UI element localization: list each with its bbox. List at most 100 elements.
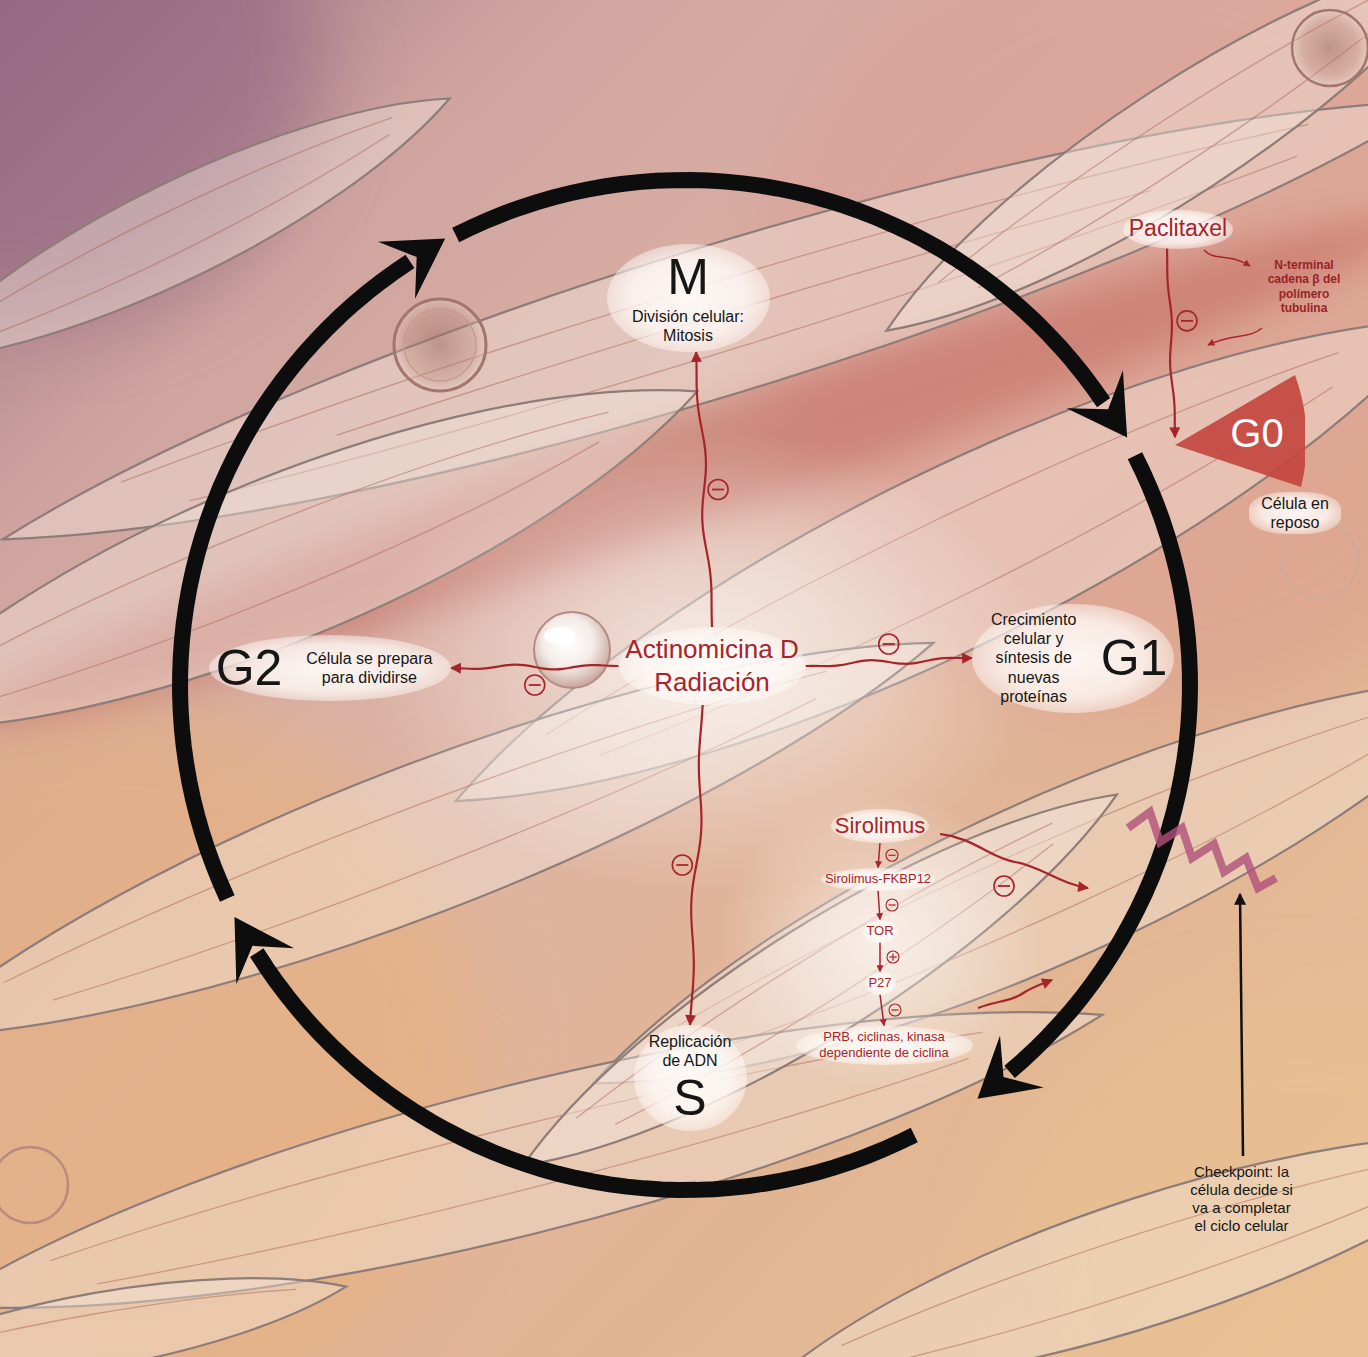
cell-fiber [837, 1134, 1368, 1357]
cell-nucleus [394, 299, 486, 391]
protein-name: PRB, ciclinas, kinasa dependiente de cic… [799, 1029, 969, 1060]
arrowhead [977, 1036, 1043, 1099]
minus-symbol [886, 849, 898, 861]
cell-nucleus [534, 612, 610, 688]
muscle-cell [856, 0, 1368, 378]
inhibition-arrow [806, 634, 973, 666]
phase-letter: G2 [216, 642, 283, 695]
cell-nucleus [1292, 10, 1368, 86]
phase-letter: G1 [1101, 632, 1168, 685]
inhibition-arrow [1167, 249, 1197, 438]
inhibition-arrow [940, 834, 1088, 888]
pathway-arrow [880, 995, 901, 1026]
pathway-arrow [880, 943, 899, 972]
annotation-note: N-terminal cadena β del polímero tubulin… [1262, 258, 1346, 316]
cycle-arrow [456, 180, 1127, 437]
minus-symbol [1181, 320, 1193, 322]
minus-symbol [1177, 311, 1197, 331]
phase-description: División celular: Mitosis [613, 307, 763, 345]
drug-sirolimus: Sirolimus [831, 809, 929, 843]
checkpoint-mark [1128, 812, 1276, 888]
connector-group [180, 180, 1197, 1190]
cycle-arrow [977, 456, 1190, 1099]
protein-name: TOR [866, 923, 893, 939]
inhibition-arrow [696, 352, 728, 627]
phase-g0: G0Célula en reposo [1175, 372, 1341, 535]
cycle-arrow [456, 180, 1104, 403]
g0-wedge-area: G0 [1175, 373, 1305, 488]
complex-name: Sirolimus-FKBP12 [825, 871, 931, 887]
minus-symbol [879, 634, 899, 654]
minus-symbol [888, 904, 895, 905]
minus-symbol [676, 864, 688, 866]
protein-label: TOR [863, 920, 898, 943]
arrowhead [378, 239, 445, 299]
plus-symbol [887, 951, 899, 963]
g0-wedge-shape [1175, 375, 1305, 487]
agent-name: Radiación [654, 667, 770, 698]
minus-symbol [998, 885, 1010, 887]
complex-label: Sirolimus-FKBP12 [821, 868, 935, 891]
inhibition-arrow [451, 665, 619, 670]
minus-symbol [672, 855, 692, 875]
cell-nucleus [404, 309, 476, 381]
inhibition-arrow [806, 658, 973, 666]
cell-nucleus [0, 1147, 68, 1223]
agent-actinomicina: Actinomicina DRadiación [619, 627, 806, 705]
minus-symbol [883, 643, 895, 645]
plus-symbol [892, 953, 893, 960]
minus-symbol [891, 1009, 898, 1010]
drug-name: Sirolimus [835, 813, 925, 839]
cycle-arrow [180, 261, 410, 898]
phase-letter: M [667, 251, 709, 304]
inhibition-arrow [696, 352, 712, 627]
phase-g2: G2 Célula se prepara para dividirse [209, 635, 451, 701]
phase-description: Célula se prepara para dividirse [294, 649, 444, 687]
phase-m: MDivisión celular: Mitosis [607, 244, 770, 352]
arrowhead [1067, 370, 1128, 437]
minus-symbol [994, 876, 1014, 896]
pathway-arrow [978, 980, 1052, 1008]
protein-label: PRB, ciclinas, kinasa dependiente de cic… [796, 1026, 973, 1065]
inhibition-arrow [672, 705, 702, 1025]
muscle-cell [0, 1250, 353, 1357]
inhibition-arrow [451, 665, 619, 695]
phase-s: Replicación de ADNS [634, 1025, 747, 1131]
pathway-arrow [878, 843, 880, 868]
inhibition-arrow [1167, 249, 1175, 438]
phase-letter: S [673, 1072, 706, 1125]
light-glow [720, 790, 1040, 1090]
minus-symbol [525, 675, 545, 695]
minus-symbol [889, 1004, 901, 1016]
drug-name: Paclitaxel [1129, 215, 1227, 243]
drug-paclitaxel: Paclitaxel [1123, 210, 1233, 249]
arrowhead [234, 917, 294, 984]
nucleus-highlight [544, 627, 576, 645]
cycle-arrow [257, 953, 915, 1190]
checkpoint-arrow [1240, 894, 1243, 1156]
pathway-arrow [879, 943, 881, 972]
minus-symbol [712, 489, 724, 491]
minus-symbol [529, 684, 541, 686]
pathway-arrow [878, 843, 898, 868]
leader-arrow [1204, 250, 1250, 266]
phase-letter: G0 [1230, 412, 1283, 454]
pathway-arrow [880, 995, 884, 1026]
agent-name: Actinomicina D [625, 634, 798, 665]
leader-arrow [1208, 328, 1262, 345]
phase-description: Célula en reposo [1249, 492, 1341, 534]
phase-g1: Crecimiento celular y síntesis de nuevas… [972, 604, 1174, 713]
cell-fiber [0, 1279, 296, 1357]
phase-description: Crecimiento celular y síntesis de nuevas… [979, 610, 1089, 706]
muscle-cell [750, 1076, 1368, 1357]
minus-symbol [886, 899, 898, 911]
checkpoint-note: Checkpoint: la célula decide si va a com… [1190, 1163, 1294, 1235]
minus-symbol [708, 480, 728, 500]
pathway-arrow [878, 891, 880, 920]
protein-label: P27 [865, 972, 896, 995]
protein-name: P27 [868, 975, 891, 991]
pathway-arrow [878, 891, 898, 920]
cycle-arrow [180, 239, 445, 899]
